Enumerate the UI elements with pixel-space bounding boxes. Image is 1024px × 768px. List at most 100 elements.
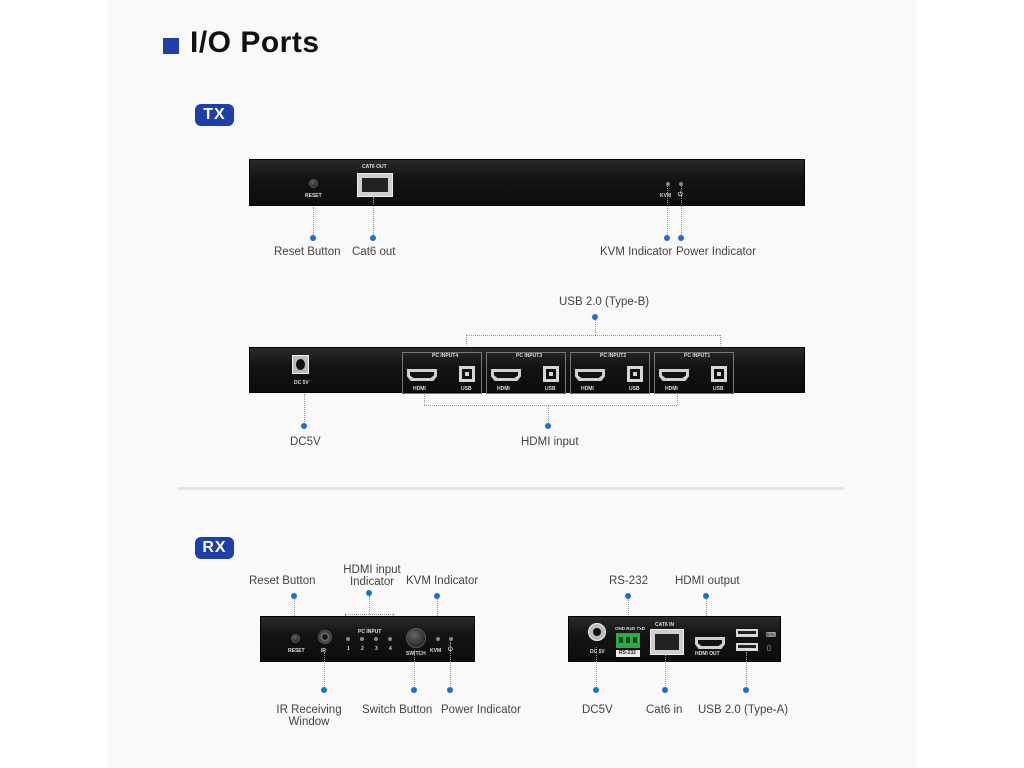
rx-printed-reset: RESET (288, 648, 305, 654)
section-divider (178, 487, 844, 490)
usb-b-port-icon (711, 366, 727, 382)
printed-hdmi: HDMI (665, 386, 678, 392)
tx-printed-dc: DC 5V (294, 380, 309, 386)
rx-dc5v-label: DC5V (582, 704, 613, 716)
tx-badge: TX (195, 104, 234, 126)
input-led-icon (346, 637, 350, 641)
callout-dot (434, 593, 440, 599)
rx-printed-dc: DC 5V (590, 649, 605, 655)
callout-dot (743, 687, 749, 693)
rx-hdmi-out-port-icon (695, 637, 725, 649)
tx-power-symbol-icon: ⏻ (678, 192, 683, 198)
bracket-line (720, 335, 721, 352)
bracket-line (466, 335, 720, 336)
usb-b-port-icon (627, 366, 643, 382)
input-led-icon (388, 637, 392, 641)
callout-dot (592, 314, 598, 320)
tx-printed-pc-input: PC INPUT1 (684, 353, 711, 359)
tx-printed-cat6-out: CAT6 OUT (362, 164, 387, 170)
leader-line (596, 647, 597, 688)
hdmi-port-icon (407, 369, 437, 381)
tx-reset-button-label: Reset Button (274, 246, 341, 258)
tx-kvm-indicator-label: KVM Indicator (600, 246, 673, 258)
rx-switch-button-label: Switch Button (362, 704, 433, 716)
tx-reset-button-icon (309, 179, 318, 188)
tx-dc-jack-icon (292, 355, 309, 374)
bracket-line (677, 393, 678, 405)
mouse-icon: ▯ (767, 645, 771, 652)
rx-dc-jack-icon (588, 623, 606, 641)
rx-reset-button-icon (291, 634, 300, 643)
rs232-terminal-icon (616, 633, 640, 648)
tx-printed-pc-input: PC INPUT2 (600, 353, 627, 359)
callout-dot (703, 593, 709, 599)
leader-line (667, 186, 668, 237)
tx-pc-input-4: PC INPUT4 HDMI USB (402, 352, 482, 394)
rx-power-indicator-label: Power Indicator (441, 704, 521, 716)
rx-printed-pc-input: PC INPUT (358, 629, 382, 635)
leader-line (414, 650, 415, 688)
bracket-line (424, 393, 425, 405)
tx-usb-type-b-label: USB 2.0 (Type-B) (559, 296, 650, 308)
tx-pc-input-2: PC INPUT2 HDMI USB (570, 352, 650, 394)
rx-front-panel: RESET IR PC INPUT 1 2 3 4 SWITCH KVM ⏻ (260, 616, 475, 662)
tx-power-led-icon (679, 182, 683, 186)
tx-printed-reset: RESET (305, 193, 322, 199)
rx-reset-button-label: Reset Button (249, 575, 316, 587)
callout-dot (678, 235, 684, 241)
tx-printed-pc-input: PC INPUT3 (516, 353, 543, 359)
rx-usb-type-a-label: USB 2.0 (Type-A) (698, 704, 789, 716)
leader-line (373, 197, 374, 237)
rx-printed-kvm: KVM (430, 648, 442, 654)
rx-ir-window-label: IR Receiving Window (276, 704, 342, 728)
usb-b-port-icon (459, 366, 475, 382)
rx-cat6-port-icon (650, 629, 684, 655)
usb-b-port-icon (543, 366, 559, 382)
rx-printed-rs232: RS-232 (619, 650, 636, 656)
rx-cat6-in-label: Cat6 in (646, 704, 683, 716)
callout-dot (301, 423, 307, 429)
callout-dot (411, 687, 417, 693)
tx-kvm-led-icon (666, 182, 670, 186)
rx-kvm-led-icon (436, 637, 440, 641)
rx-printed-ir: IR (321, 648, 326, 654)
page-title: I/O Ports (190, 26, 320, 59)
leader-line (681, 186, 682, 237)
tx-cat6-out-label: Cat6 out (352, 246, 396, 258)
rx-printed-num: 2 (361, 646, 364, 652)
tx-cat6-port-icon (357, 173, 393, 197)
rx-hdmi-input-indicator-label: HDMI input Indicator (343, 564, 401, 588)
rx-badge: RX (195, 537, 234, 559)
leader-line (746, 652, 747, 688)
printed-hdmi: HDMI (413, 386, 426, 392)
usb-a-port-icon (736, 629, 758, 637)
rx-power-led-icon (449, 637, 453, 641)
tx-pc-input-3: PC INPUT3 HDMI USB (486, 352, 566, 394)
input-led-icon (360, 637, 364, 641)
rx-printed-rs232-pins: GND RxD TxD (615, 626, 646, 631)
rx-printed-hdmi-out: HDMI OUT (695, 651, 720, 657)
callout-dot (366, 590, 372, 596)
keyboard-icon: ⌨ (766, 632, 777, 639)
tx-pc-input-1: PC INPUT1 HDMI USB (654, 352, 734, 394)
printed-hdmi: HDMI (581, 386, 594, 392)
hdmi-port-icon (575, 369, 605, 381)
rx-printed-num: 1 (347, 646, 350, 652)
tx-hdmi-input-label: HDMI input (521, 436, 579, 448)
printed-hdmi: HDMI (497, 386, 510, 392)
callout-dot (625, 593, 631, 599)
leader-line (665, 655, 666, 688)
rx-printed-switch: SWITCH (406, 651, 426, 657)
leader-line (595, 320, 596, 335)
callout-dot (545, 423, 551, 429)
rx-printed-cat6-in: CAT6 IN (655, 622, 675, 628)
bracket-line (345, 614, 393, 615)
rx-rear-panel: DC 5V GND RxD TxD RS-232 CAT6 IN HDMI OU… (568, 616, 781, 662)
rx-printed-num: 4 (389, 646, 392, 652)
rx-printed-num: 3 (375, 646, 378, 652)
title-square-icon (163, 38, 179, 54)
rx-rs232-label: RS-232 (609, 575, 648, 587)
ir-window-icon (318, 630, 332, 644)
leader-line (450, 642, 451, 688)
callout-dot (291, 593, 297, 599)
